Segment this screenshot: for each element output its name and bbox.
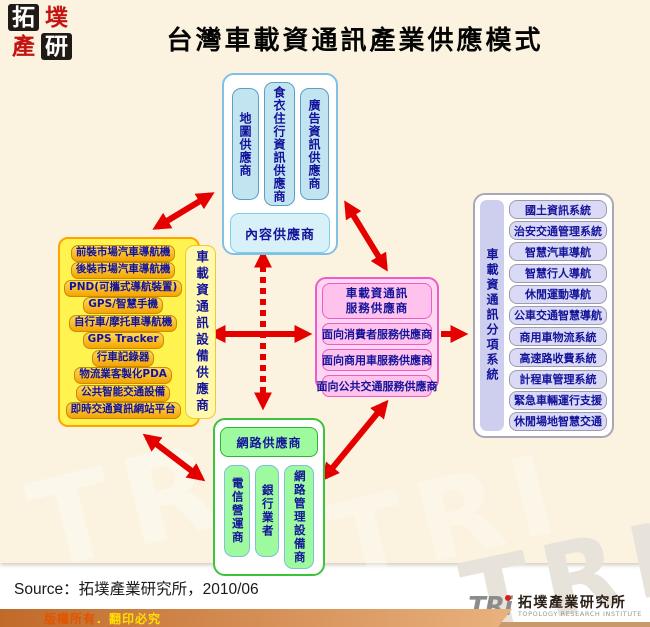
logo-char: 研 [41,33,72,60]
subsystem-item: 休閒運動導航 [509,284,607,304]
content-suppliers-row: 地圖供應商 食衣住行資訊供應商 廣告資訊供應商 [230,82,330,206]
subsystems-group: 車載資通訊分項系統 國土資訊系統 治安交通管理系統 智慧汽車導航 智慧行人導航 … [473,193,614,438]
device-item: 前裝市場汽車導航機 [70,245,176,262]
content-suppliers-group: 地圖供應商 食衣住行資訊供應商 廣告資訊供應商 內容供應商 [222,73,338,255]
arrow-network-service [321,399,389,482]
tri-names: 拓墣產業研究所 TOPOLOGY RESEARCH INSTITUTE [517,594,642,620]
device-suppliers-group: 前裝市場汽車導航機 後裝市場汽車導航機 PND(可攜式導航裝置) GPS/智慧手… [58,237,217,427]
content-supplier-label: 內容供應商 [230,213,330,253]
service-item: 面向消費者服務供應商 [322,323,432,345]
device-item: 即時交通資訊網站平台 [65,401,181,419]
service-suppliers-group: 車載資通訊 服務供應商 面向消費者服務供應商 面向商用車服務供應商 面向公共交通… [315,277,439,397]
arrow-device-content [152,192,215,230]
subsystem-items-column: 國土資訊系統 治安交通管理系統 智慧汽車導航 智慧行人導航 休閒運動導航 公車交… [509,200,607,431]
service-group-label: 車載資通訊 服務供應商 [322,283,432,319]
bank-box: 銀行業者 [255,465,279,557]
arrow-content-service [344,200,388,272]
lifestyle-info-supplier-box: 食衣住行資訊供應商 [263,82,295,206]
copyright-text-right: 翻印必究 [109,611,162,626]
subsystem-item: 智慧汽車導航 [509,242,607,262]
subsystem-item: 國土資訊系統 [509,200,607,219]
tri-red-dot [504,595,511,601]
ad-info-supplier-box: 廣告資訊供應商 [299,88,329,200]
subsystem-item: 治安交通管理系統 [509,221,607,241]
service-group-label-line2: 服務供應商 [345,301,409,315]
subsystem-item: 休閒場地智慧交通 [509,411,607,431]
logo-char: 產 [12,33,35,60]
subsystem-item: 公車交通智慧導航 [509,305,607,325]
device-item: 公共智能交通設備 [76,384,171,402]
subsystem-item: 商用車物流系統 [509,327,607,347]
source-caption: Source：拓墣產業研究所，2010/06 [14,581,259,598]
device-group-label: 車載資通訊設備供應商 [185,245,217,419]
network-suppliers-group: 網路供應商 電信營運商 銀行業者 網路管理設備商 [213,418,325,576]
service-item: 面向公共交通服務供應商 [317,375,438,397]
tri-name-en: TOPOLOGY RESEARCH INSTITUTE [517,610,642,619]
map-supplier-box: 地圖供應商 [231,88,259,200]
device-item: 後裝市場汽車導航機 [70,262,176,280]
service-group-label-line1: 車載資通訊 [345,286,409,301]
device-item: PND(可攜式導航裝置) [64,279,183,297]
device-items-column: 前裝市場汽車導航機 後裝市場汽車導航機 PND(可攜式導航裝置) GPS/智慧手… [64,245,183,419]
logo-char: 墣 [45,4,68,31]
subsystem-item: 高速路收費系統 [509,348,607,368]
network-group-label: 網路供應商 [220,427,318,457]
device-item: GPS/智慧手機 [83,297,163,315]
copyright-text-left: 版權所有 [44,611,97,626]
copyright-bar: 版權所有 ． 翻印必究 [0,609,512,627]
subsystem-item: 緊急車輛運行支援 [509,390,607,410]
subsystem-item: 計程車管理系統 [509,369,607,389]
page-title: 台灣車載資通訊產業供應模式 [166,26,544,56]
telecom-operator-box: 電信營運商 [224,465,250,557]
subsystem-item: 智慧行人導航 [509,263,607,283]
copyright-separator: ． [96,611,110,626]
network-items-row: 電信營運商 銀行業者 網路管理設備商 [220,465,318,569]
device-item: 行車記錄器 [91,349,155,367]
network-equipment-box: 網路管理設備商 [284,465,314,569]
subsystems-group-label: 車載資通訊分項系統 [480,200,504,431]
tri-name-zh: 拓墣產業研究所 [517,594,627,611]
service-item: 面向商用車服務供應商 [322,349,432,371]
device-item: GPS Tracker [82,332,164,350]
device-item: 物流業客製化PDA [74,367,172,385]
arrow-device-network [142,433,206,482]
tri-square-logo: 拓 墣 產 研 [8,4,74,62]
device-item: 自行車/摩托車導航機 [68,314,178,332]
logo-char: 拓 [8,4,39,31]
